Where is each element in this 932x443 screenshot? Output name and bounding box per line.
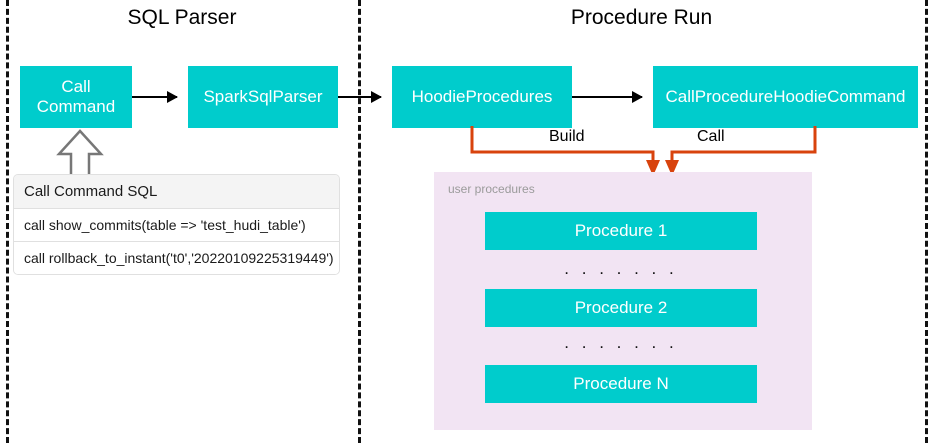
procedure-item[interactable]: Procedure 1 [485,212,757,250]
procedure-item[interactable]: Procedure N [485,365,757,403]
section-title-sql-parser: SQL Parser [127,6,237,29]
orange-build-call-connectors [470,126,817,176]
sql-table-row: call show_commits(table => 'test_hudi_ta… [14,209,339,242]
divider-left [6,0,9,443]
box-call-command-line2: Command [36,97,116,116]
box-spark-sql-parser[interactable]: SparkSqlParser [188,66,338,128]
sql-table-row: call rollback_to_instant('t0','202201092… [14,242,339,274]
hollow-up-arrow-icon [56,129,104,178]
procedure-ellipsis: . . . . . . . [564,259,678,278]
arrow-call-command-to-spark-sql-parser-icon [132,91,178,103]
box-call-command-line1: Call [61,77,91,97]
box-hoodie-procedures[interactable]: HoodieProcedures [392,66,572,128]
call-command-sql-table: Call Command SQL call show_commits(table… [14,175,339,274]
user-procedures-label: user procedures [448,182,535,196]
procedure-item[interactable]: Procedure 2 [485,289,757,327]
sql-table-header: Call Command SQL [14,175,339,209]
divider-middle [358,0,361,443]
box-call-procedure-hoodie-command[interactable]: CallProcedureHoodieCommand [653,66,918,128]
arrow-hoodie-procedures-to-call-procedure-icon [572,91,643,103]
user-procedures-panel: user procedures Procedure 1 . . . . . . … [434,172,812,430]
box-call-command[interactable]: Call Command [20,66,132,128]
connector-label-call: Call [692,128,730,146]
divider-right [925,0,928,443]
connector-label-build: Build [544,128,590,146]
procedure-ellipsis: . . . . . . . [564,333,678,352]
arrow-spark-sql-parser-to-hoodie-procedures-icon [338,91,382,103]
section-title-procedure-run: Procedure Run [570,6,713,29]
